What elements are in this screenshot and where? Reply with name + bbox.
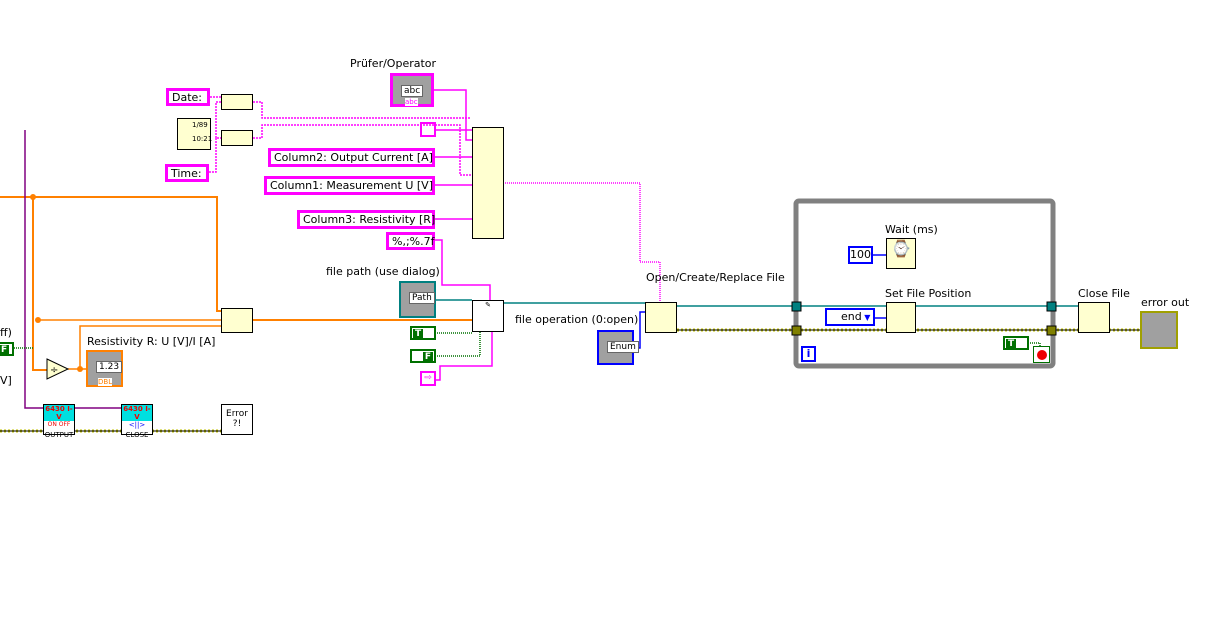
column1-constant[interactable]: Column1: Measurement U [V]	[264, 176, 435, 195]
pencil-icon: ✎	[485, 301, 491, 309]
stop-true-constant[interactable]: T	[1003, 336, 1029, 350]
refnum-wire	[435, 299, 1078, 307]
string-wire	[209, 96, 472, 176]
shift-tunnel	[1046, 301, 1057, 312]
string-wire	[503, 182, 661, 302]
arrow-constant-icon[interactable]: ⇨	[420, 371, 436, 386]
close-file-label: Close File	[1078, 287, 1130, 300]
build-array-node[interactable]	[221, 308, 253, 333]
stop-terminal[interactable]	[1033, 346, 1050, 363]
operator-label: Prüfer/Operator	[350, 57, 437, 70]
column2-constant[interactable]: Column2: Output Current [A]	[268, 148, 435, 167]
open-file-label: Open/Create/Replace File	[646, 271, 785, 284]
purple-wire	[24, 130, 121, 409]
time-constant[interactable]: Time:	[165, 164, 209, 182]
date-constant[interactable]: Date:	[166, 88, 210, 106]
error-out-indicator	[1140, 311, 1178, 349]
wait-node[interactable]: ⌚	[886, 238, 916, 269]
set-file-position-label: Set File Position	[885, 287, 972, 300]
set-file-position-node[interactable]	[886, 302, 916, 333]
shift-tunnel	[791, 301, 802, 312]
error-handler-subvi[interactable]: Error ?!	[221, 404, 253, 435]
wait-constant[interactable]: 100	[848, 246, 873, 264]
close-file-node[interactable]	[1078, 302, 1110, 333]
iteration-terminal: i	[801, 346, 816, 362]
error-out-label: error out	[1141, 296, 1190, 309]
string-wire	[434, 89, 493, 381]
close-subvi[interactable]: 6430 I-V<||>CLOSE	[121, 404, 153, 439]
file-operation-label: file operation (0:open)	[515, 313, 639, 326]
wait-label: Wait (ms)	[885, 223, 938, 236]
position-mode-enum[interactable]: end ▼	[825, 308, 875, 326]
string-constant-icon[interactable]	[420, 122, 436, 137]
divide-node	[46, 358, 70, 380]
numeric-wire	[0, 196, 472, 371]
column3-constant[interactable]: Column3: Resistivity [R]	[297, 210, 435, 229]
partial-label: V]	[0, 374, 12, 387]
file-path-control[interactable]: Path	[399, 281, 436, 318]
concatenate-strings-node[interactable]	[472, 127, 504, 239]
file-path-label: file path (use dialog)	[326, 265, 440, 278]
open-file-node[interactable]	[645, 302, 677, 333]
error-tunnel	[791, 325, 802, 336]
while-loop	[793, 198, 1056, 369]
error-tunnel	[1046, 325, 1057, 336]
true-constant[interactable]: T	[410, 326, 436, 340]
false-constant[interactable]: F	[410, 349, 436, 363]
boolean-wire	[14, 332, 1041, 357]
format-constant[interactable]: %,;%.7f	[386, 232, 435, 250]
false-constant[interactable]: F	[0, 342, 14, 356]
file-operation-control[interactable]: Enum	[597, 330, 639, 365]
format-date-time-node[interactable]	[221, 94, 253, 110]
svg-text:÷: ÷	[50, 365, 58, 376]
partial-label: ff)	[0, 326, 12, 339]
watch-icon: ⌚	[891, 239, 911, 258]
write-spreadsheet-node[interactable]: ✎	[472, 300, 504, 332]
resistivity-label: Resistivity R: U [V]/I [A]	[87, 335, 216, 348]
format-date-time-node[interactable]	[221, 130, 253, 146]
